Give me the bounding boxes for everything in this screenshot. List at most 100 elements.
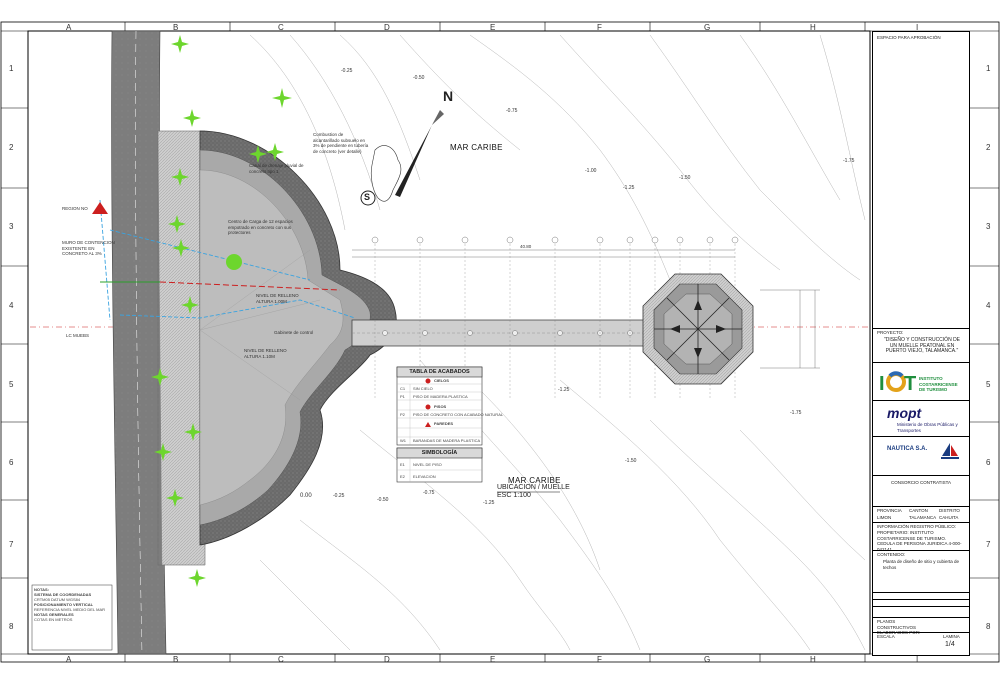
- notes-item: REFERENCIA NIVEL MEDIO DEL MAR: [34, 607, 106, 612]
- grid-col-label: H: [810, 23, 816, 32]
- contour-label: -1.75: [790, 410, 802, 416]
- simbologia-code: E1: [400, 462, 405, 467]
- contour-label: -1.25: [558, 387, 570, 393]
- svg-text:I: I: [879, 373, 885, 395]
- acabados-desc: SIN CIELO: [413, 386, 433, 391]
- grid-col-label: I: [916, 23, 919, 32]
- contour-label: -1.50: [679, 175, 691, 181]
- grid-ticks: [1, 22, 999, 662]
- contents-label: CONTENIDO:: [877, 552, 906, 557]
- grid-row-label: 1: [9, 64, 14, 73]
- grid-row-label: 2: [986, 143, 991, 152]
- nautica-logo: NAUTICA S.A.: [887, 446, 928, 452]
- sewer-note: Combustion de alcantarillado subsuelo en…: [313, 132, 369, 154]
- project-name: "DISEÑO Y CONSTRUCCIÓN DE UN MUELLE PEAT…: [883, 337, 961, 354]
- grid-col-label: B: [173, 655, 179, 664]
- grid-row-label: 6: [9, 458, 14, 467]
- fill-level-note: NIVEL DE RELLENO ALTURA 1.00M: [256, 293, 299, 304]
- axis-note: LC MUEBS: [66, 333, 90, 338]
- notes-item: CRTM05 DATUM WGS84: [34, 597, 81, 602]
- ict-logo: I T: [877, 368, 965, 396]
- grid-row-label: 7: [986, 540, 991, 549]
- simbologia-code: E2: [400, 474, 405, 479]
- plan-scale: ESC 1:100: [497, 492, 531, 499]
- dock-piles: [382, 330, 633, 336]
- acabados-code: W1: [400, 438, 406, 443]
- field-value: TALAMANCA: [909, 515, 937, 520]
- land-section-note: Centro de Carga de 12 espacios empotrado…: [228, 219, 293, 235]
- contour-label: -1.75: [843, 158, 855, 164]
- contour-label: -1.00: [585, 168, 597, 174]
- contour-label: -0.75: [423, 490, 435, 496]
- grid-row-label: 1: [986, 64, 991, 73]
- fill-level-note: NIVEL DE RELLENO ALTURA 1.10M: [244, 348, 287, 359]
- contour-label: -0.25: [333, 493, 345, 499]
- grid-col-label: B: [173, 23, 179, 32]
- grid-col-label: F: [597, 655, 602, 664]
- simbologia-desc: ELEVACION: [413, 474, 436, 479]
- grid-col-label: G: [704, 655, 711, 664]
- grid-row-label: 7: [9, 540, 14, 549]
- acabados-desc: PISO DE MADERA PLASTICA: [413, 394, 468, 399]
- region-label: REGION NO: [62, 206, 88, 211]
- grid-row-label: 5: [986, 380, 991, 389]
- region-marker: [92, 202, 108, 214]
- grid-col-label: I: [916, 655, 919, 664]
- approval-space-label: ESPACIO PARA APROBACIÓN: [877, 35, 941, 40]
- contour-label: -0.25: [341, 68, 353, 74]
- field-value: LIMON: [877, 515, 892, 520]
- grid-row-label: 3: [986, 222, 991, 231]
- mopt-logo: mopt: [887, 405, 922, 421]
- sea-label: MAR CARIBE: [450, 143, 503, 152]
- registry-body: PROPIETARIO: INSTITUTO COSTARRICENSE DE …: [877, 530, 962, 552]
- consortium-label: CONSORCIO CONTRATISTA: [890, 480, 952, 485]
- contour-label: 0.00: [300, 493, 312, 499]
- grid-row-label: 4: [9, 301, 14, 310]
- contour-label: -1.25: [623, 185, 635, 191]
- canal-note: Canal de drenaje pluvial de concreto tip…: [249, 163, 304, 174]
- acabados-desc: PISO DE CONCRETO CON ACABADO NATURAL: [413, 412, 504, 417]
- trees: [151, 35, 292, 587]
- simbologia-table: [396, 447, 483, 483]
- title-block: ESPACIO PARA APROBACIÓN PROYECTO: "DISEÑ…: [872, 31, 970, 656]
- acabados-code: P1: [400, 394, 405, 399]
- field-value: CAHUITA: [939, 515, 959, 520]
- ict-logo-icon: I T: [879, 371, 916, 395]
- south-letter: S: [364, 192, 371, 202]
- north-letter: N: [443, 88, 454, 104]
- grid-col-label: E: [490, 23, 496, 32]
- grid-col-label: C: [278, 655, 284, 664]
- acabados-code: C1: [400, 386, 406, 391]
- field-label: CANTON: [909, 508, 928, 513]
- grid-col-label: D: [384, 655, 390, 664]
- walkway-strip: [157, 130, 206, 566]
- contour-label: -0.50: [377, 497, 389, 503]
- retaining-wall-note: MURO DE CONTENCION EXISTENTE EN CONCRETO…: [62, 240, 115, 256]
- acabados-code: P2: [400, 412, 405, 417]
- grid-col-label: A: [66, 23, 72, 32]
- contour-label: -0.50: [413, 75, 425, 81]
- island-sketch: [370, 145, 402, 202]
- acabados-heading: PAREDES: [434, 421, 454, 426]
- notes: NOTAS: SISTEMA DE COORDENADAS CRTM05 DAT…: [34, 587, 110, 622]
- sea-label: MAR CARIBE: [508, 476, 561, 485]
- field-label: PROVINCIA: [877, 508, 902, 513]
- acabados-title: TABLA DE ACABADOS: [409, 369, 470, 375]
- notes-box: [31, 584, 113, 651]
- red-section-line: [159, 281, 341, 291]
- notes-item: SISTEMA DE COORDENADAS: [34, 592, 92, 597]
- dock-dimension: 40.80: [520, 244, 532, 249]
- notes-item: NOTAS GENERALES: [34, 612, 74, 617]
- mopt-subtitle: Ministerio de Obras Públicas y Transport…: [897, 422, 958, 433]
- simbologia-desc: NIVEL DE PISO: [413, 462, 442, 467]
- grid-col-label: H: [810, 655, 816, 664]
- grid-col-label: G: [704, 23, 711, 32]
- acabados-heading: PISOS: [434, 404, 447, 409]
- acabados-desc: BARANDAS DE MADERA PLASTICA: [413, 438, 481, 443]
- field-label: DISTRITO: [939, 508, 960, 513]
- notes-title: NOTAS:: [34, 587, 50, 592]
- axis-bubbles: [371, 236, 739, 244]
- grid-col-label: C: [278, 23, 284, 32]
